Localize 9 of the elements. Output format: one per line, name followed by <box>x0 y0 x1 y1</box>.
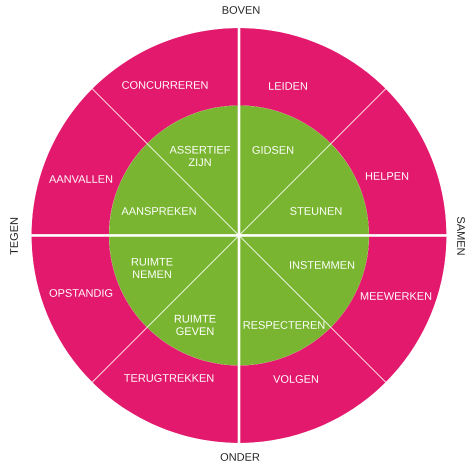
axis-label: TEGEN <box>10 218 18 255</box>
axis-label: BOVEN <box>222 6 260 14</box>
node-label: GIDSEN <box>252 146 294 154</box>
node-label: RESPECTEREN <box>244 321 324 329</box>
ring-segment: CONCURREREN <box>92 28 240 144</box>
axis-label: ONDER <box>220 453 260 461</box>
ring-segment: LEIDEN <box>239 28 386 144</box>
axis-label: SAMEN <box>457 216 465 255</box>
node-label: ASSERTIEF ZIJN <box>170 146 230 166</box>
